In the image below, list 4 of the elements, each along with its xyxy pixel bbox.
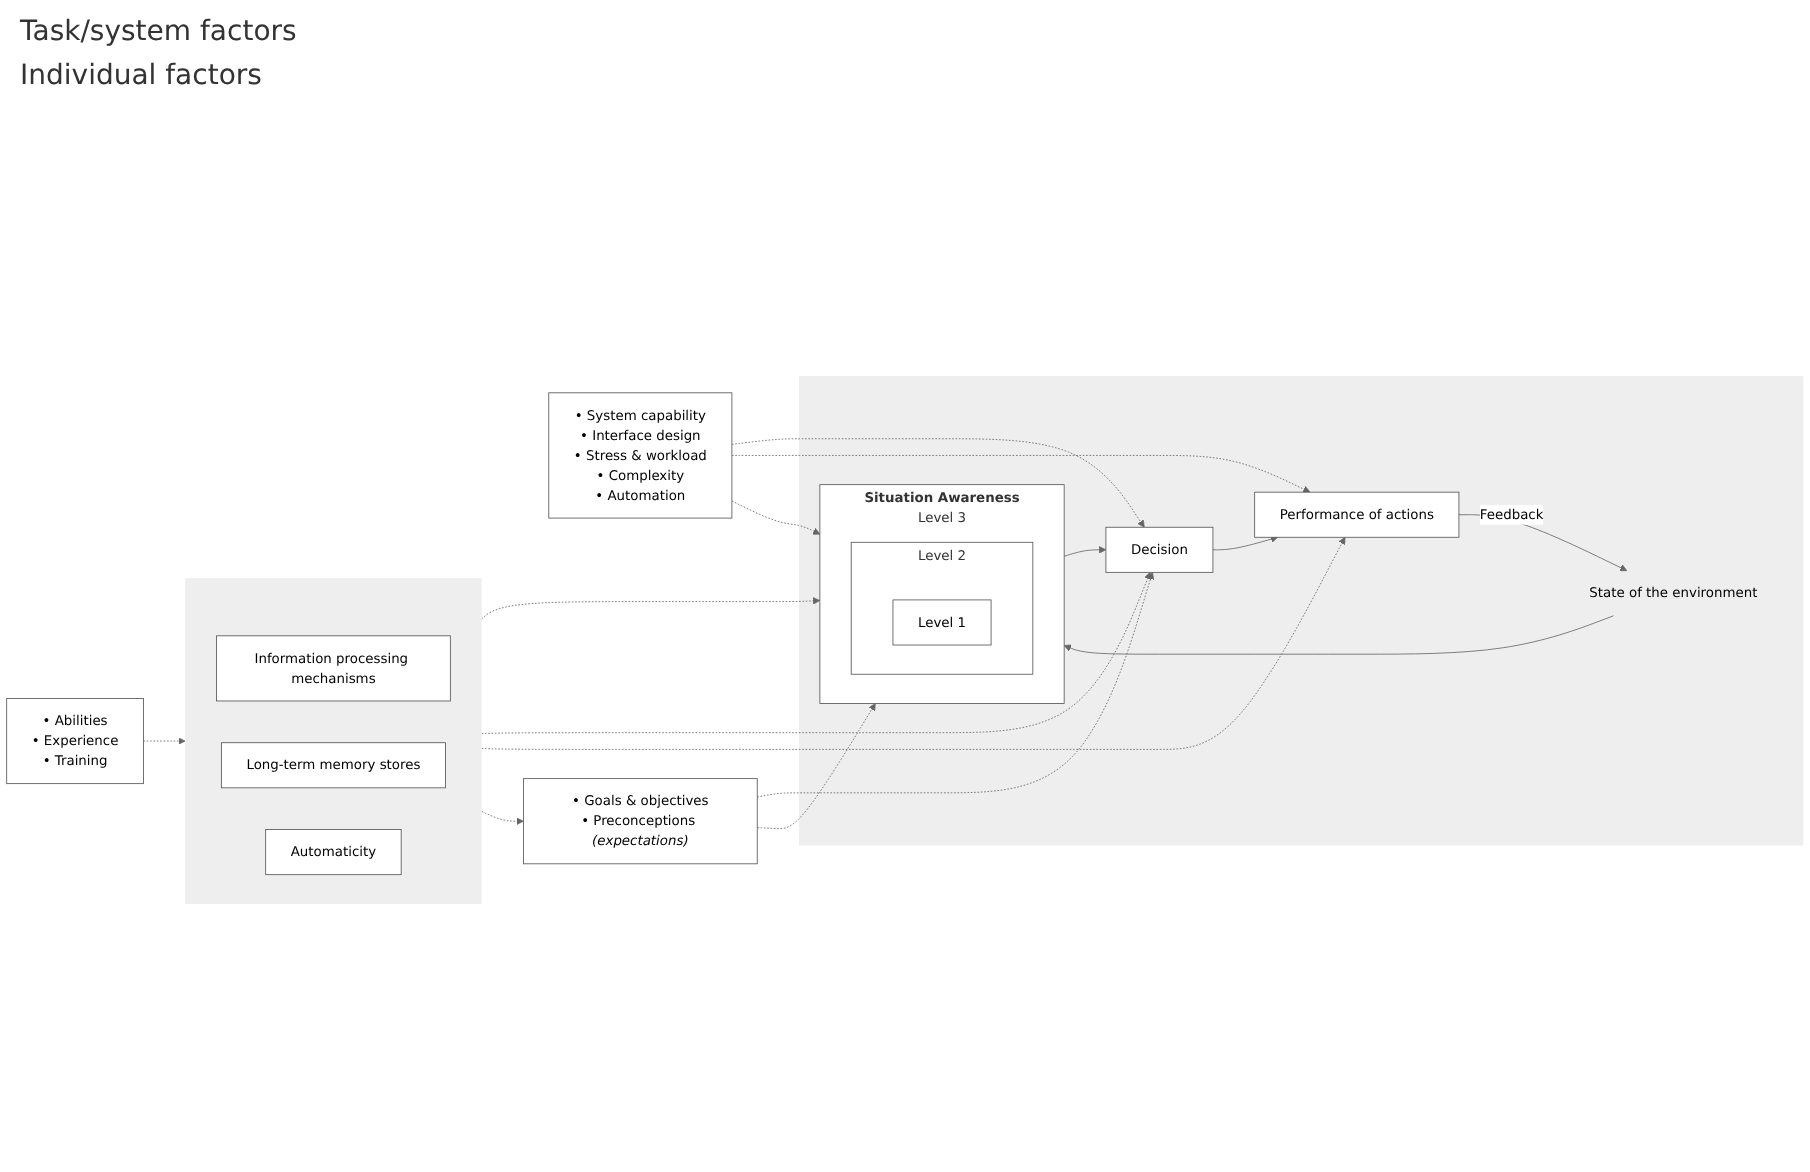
group-label: Task/system factors xyxy=(20,16,297,48)
cluster xyxy=(185,578,482,904)
group-label: Individual factors xyxy=(20,60,264,92)
cluster xyxy=(799,376,1804,846)
